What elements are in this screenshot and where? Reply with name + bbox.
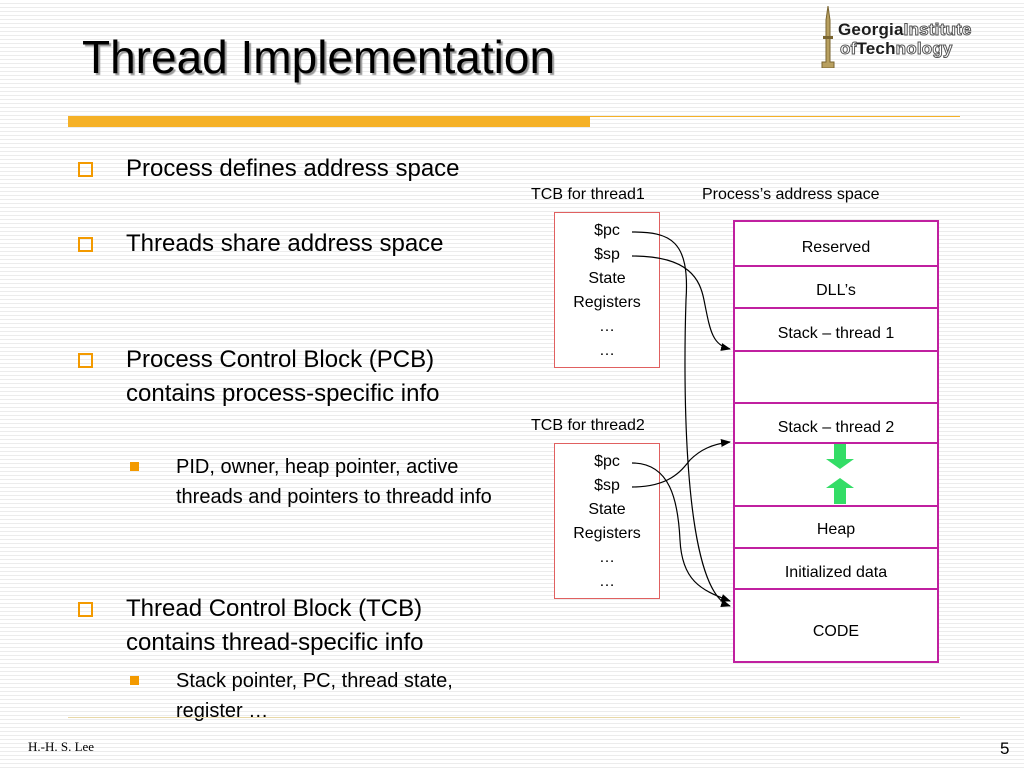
logo-nology: nology [895, 39, 953, 59]
tcb1-registers: Registers [573, 294, 641, 311]
bullet-1-text: Process defines address space [126, 155, 460, 182]
segment-divider [735, 402, 937, 404]
tcb2-label: TCB for thread2 [531, 417, 645, 434]
hollow-square-bullet-icon [78, 162, 93, 177]
bullet-4-text: Thread Control Block (TCB) contains thre… [126, 595, 424, 656]
page-number: 5 [1000, 739, 1010, 758]
tcb2-sp: $sp [594, 477, 620, 494]
bullet-3-text: Process Control Block (PCB) contains pro… [126, 346, 440, 407]
segment-reserved: Reserved [801, 239, 871, 256]
tcb1-sp-arrow [631, 255, 731, 351]
segment-divider [735, 547, 937, 549]
tcb2-box: $pc $sp State Registers … … [554, 443, 660, 599]
title-underline [68, 116, 590, 127]
logo-georgia: Georgia [838, 20, 904, 39]
tcb1-label: TCB for thread1 [531, 186, 645, 203]
tcb2-state: State [588, 501, 626, 518]
georgia-tech-logo: GeorgiaInstitute ofTechnology [818, 6, 1018, 68]
segment-code: CODE [812, 623, 860, 640]
logo-institute: Institute [903, 20, 972, 40]
bullet-2-text: Threads share address space [126, 230, 444, 257]
footer-divider [68, 717, 960, 718]
segment-dlls: DLL’s [816, 282, 856, 299]
tcb1-box: $pc $sp State Registers … … [554, 212, 660, 368]
tcb1-ellipsis-1: … [599, 318, 615, 335]
segment-heap: Heap [816, 521, 856, 538]
tcb2-ellipsis-2: … [599, 573, 615, 590]
logo-line-1: GeorgiaInstitute [838, 20, 972, 40]
tcb1-sp: $sp [594, 246, 620, 263]
tcb1-state: State [588, 270, 626, 287]
heap-growth-up-arrow-icon [826, 478, 854, 504]
segment-divider [735, 307, 937, 309]
tcb2-registers: Registers [573, 525, 641, 542]
filled-square-bullet-icon [130, 676, 139, 685]
segment-stack-thread-1: Stack – thread 1 [777, 325, 895, 342]
filled-square-bullet-icon [130, 462, 139, 471]
tcb1-ellipsis-2: … [599, 342, 615, 359]
slide-title: Thread Implementation [82, 31, 556, 83]
hollow-square-bullet-icon [78, 602, 93, 617]
address-space: Reserved DLL’s Stack – thread 1 Stack – … [733, 220, 939, 663]
tcb2-pc-arrow [631, 462, 731, 602]
tcb2-sp-arrow [631, 439, 731, 488]
title-underline-thin [590, 116, 960, 117]
tower-icon [821, 6, 835, 68]
hollow-square-bullet-icon [78, 353, 93, 368]
segment-initialized-data: Initialized data [784, 564, 888, 581]
logo-tech: Tech [856, 39, 896, 58]
tcb2-pc: $pc [594, 453, 620, 470]
tcb2-ellipsis-1: … [599, 549, 615, 566]
segment-divider [735, 505, 937, 507]
segment-divider [735, 588, 937, 590]
segment-divider [735, 265, 937, 267]
footer-author: H.-H. S. Lee [28, 739, 95, 754]
hollow-square-bullet-icon [78, 237, 93, 252]
tcb1-pc: $pc [594, 222, 620, 239]
address-space-label: Process’s address space [702, 186, 880, 203]
segment-divider [735, 442, 937, 444]
tcb1-pc-arrow [631, 231, 731, 608]
logo-line-2: ofTechnology [839, 39, 953, 59]
subbullet-2-text: Stack pointer, PC, thread state, registe… [176, 670, 453, 722]
segment-divider [735, 350, 937, 352]
segment-stack-thread-2: Stack – thread 2 [777, 419, 895, 436]
stack-growth-down-arrow-icon [826, 444, 854, 469]
logo-of: of [839, 39, 857, 59]
subbullet-1-text: PID, owner, heap pointer, active threads… [176, 456, 492, 508]
